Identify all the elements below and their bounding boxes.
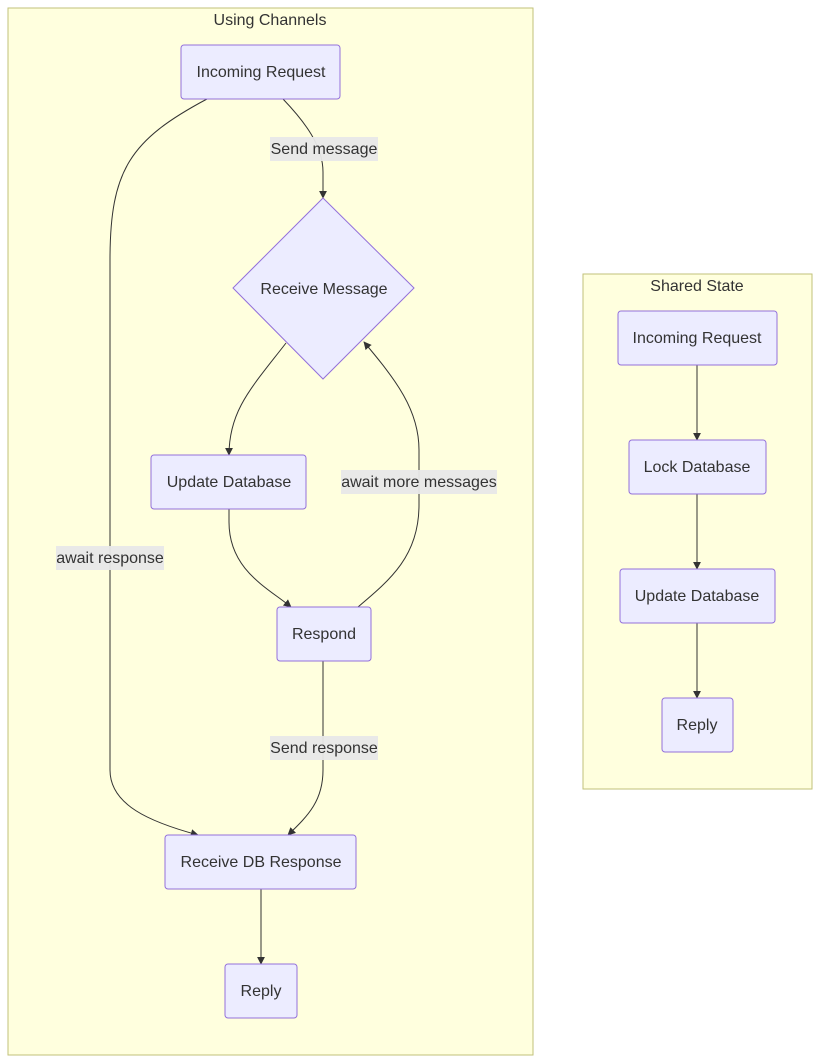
cluster-using-channels-box [7,7,534,1056]
node-incoming-request-shared-box [617,310,778,366]
edge-label-await-response-text: await response [56,550,164,567]
node-receive-message[interactable]: Receive Message [232,197,415,380]
edge-label-send-response-bg [270,736,378,760]
edge-label-await-response-bg [56,546,164,570]
cluster-shared-state-title: Shared State [650,278,744,295]
node-reply-shared-box [661,697,734,753]
edge-receive-message-to-update-database [225,342,287,456]
node-update-database-shared[interactable]: Update Database [619,568,776,624]
node-reply-channels-box [224,963,298,1019]
edge-respond-to-receive-db-response [287,661,324,836]
cluster-using-channels: Using Channels [7,7,534,1056]
edge-label-send-message-text: Send message [271,141,378,158]
node-receive-message-diamond [232,197,415,380]
node-respond[interactable]: Respond [276,606,372,662]
edge-incoming-to-receive-db-response [109,98,208,837]
edge-label-send-response-text: Send response [270,740,378,757]
node-lock-database-label: Lock Database [644,459,751,476]
node-incoming-request-shared[interactable]: Incoming Request [617,310,778,366]
node-respond-box [276,606,372,662]
node-receive-db-response[interactable]: Receive DB Response [164,834,357,890]
edge-label-send-response: Send response [270,736,378,760]
node-update-database-channels[interactable]: Update Database [150,454,307,510]
node-reply-channels-label: Reply [241,983,282,1000]
node-incoming-request-shared-label: Incoming Request [633,330,763,347]
edge-label-send-message: Send message [270,137,378,161]
node-reply-channels[interactable]: Reply [224,963,298,1019]
node-receive-db-response-box [164,834,357,890]
node-update-database-channels-box [150,454,307,510]
node-update-database-shared-box [619,568,776,624]
node-reply-shared[interactable]: Reply [661,697,734,753]
edge-label-await-more-messages-bg [341,470,497,494]
edge-label-await-more-messages-text: await more messages [341,474,497,491]
edge-update-database-to-respond [228,509,292,608]
node-reply-shared-label: Reply [677,717,718,734]
edge-label-send-message-bg [270,137,378,161]
node-update-database-channels-label: Update Database [167,474,292,491]
node-incoming-request-channels-label: Incoming Request [197,64,327,81]
node-receive-message-label: Receive Message [260,281,387,298]
node-receive-db-response-label: Receive DB Response [181,854,342,871]
node-update-database-shared-label: Update Database [635,588,760,605]
edge-label-await-response: await response [56,546,164,570]
node-incoming-request-channels-box [180,44,341,100]
cluster-using-channels-title: Using Channels [214,12,327,29]
edge-label-await-more-messages: await more messages [341,470,497,494]
edges-using-channels [109,98,420,965]
node-respond-label: Respond [292,626,356,643]
node-lock-database-box [628,439,767,495]
node-incoming-request-channels[interactable]: Incoming Request [180,44,341,100]
node-lock-database[interactable]: Lock Database [628,439,767,495]
